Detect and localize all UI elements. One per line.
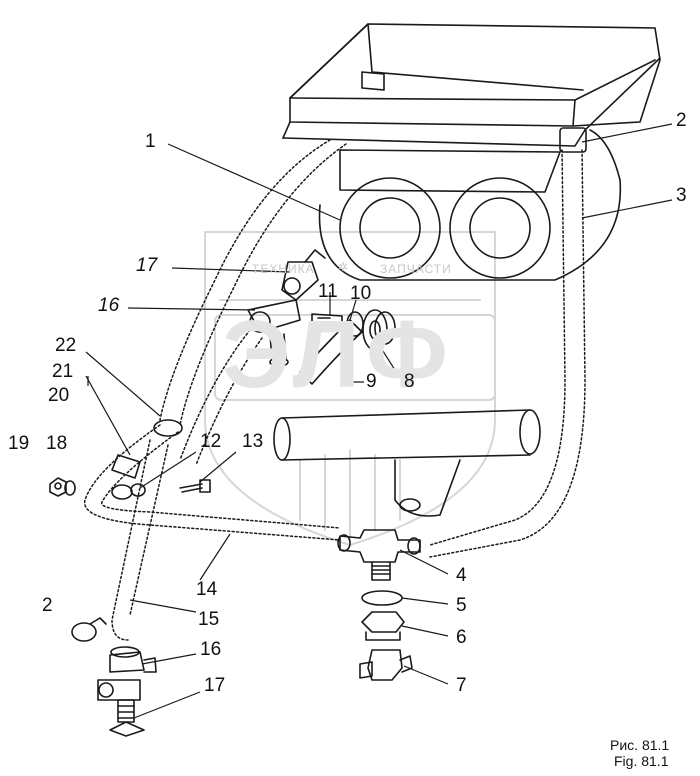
callout-18: 18: [46, 433, 68, 454]
callout-4: 4: [456, 565, 467, 586]
figure-caption-ru: Рис. 81.1: [610, 737, 670, 753]
washer-18: [64, 480, 76, 496]
callout-21: 21: [52, 361, 74, 382]
ring-5: [361, 590, 403, 606]
callout-16-top: 16: [98, 295, 120, 316]
callout-8: 8: [404, 371, 415, 392]
hose-3: [429, 149, 586, 558]
callout-9: 9: [366, 371, 377, 392]
callout-15: 15: [198, 609, 220, 630]
figure-caption-en: Fig. 81.1: [614, 753, 669, 769]
callout-11: 11: [318, 281, 338, 302]
callout-2-top: 2: [676, 110, 687, 131]
callout-22: 22: [55, 335, 77, 356]
nut-19: [49, 477, 67, 497]
watermark-text-left: ТЕХНИКА: [252, 262, 315, 276]
nut-6: [361, 611, 405, 641]
bolt-13: [179, 479, 211, 493]
callout-17-bottom: 17: [204, 675, 226, 696]
callout-3: 3: [676, 185, 687, 206]
clamp-2-screw: [89, 617, 107, 625]
tee-4: [337, 529, 421, 581]
callout-7: 7: [456, 675, 467, 696]
callout-17-top: 17: [136, 255, 158, 276]
tank-assembly: [282, 23, 661, 281]
flange-pipe: [299, 309, 396, 385]
hose-15: [111, 439, 169, 641]
callout-20: 20: [48, 385, 70, 406]
callout-13: 13: [242, 431, 264, 452]
leader-lines: [85, 123, 673, 719]
callout-1: 1: [145, 131, 156, 152]
watermark-text-right: ЗАПЧАСТИ: [380, 262, 452, 276]
callout-6: 6: [456, 627, 467, 648]
callout-16-bottom: 16: [200, 639, 222, 660]
hose-1: [159, 139, 347, 426]
callout-2-bottom: 2: [42, 595, 53, 616]
valve-17-top: [281, 249, 326, 301]
connector-22: [111, 419, 183, 479]
watermark-letters: ЭЛФ: [222, 301, 454, 408]
drain-cock-16: [97, 646, 157, 701]
drain-cock-7: [359, 649, 413, 681]
drain-cock-17: [109, 699, 145, 737]
tee-16-top: [247, 299, 301, 367]
branch-hose: [179, 329, 263, 466]
clamp-12: [111, 483, 146, 500]
clamp-2-top: [559, 127, 587, 153]
callout-5: 5: [456, 595, 467, 616]
watermark-gear-icon: ✲: [338, 260, 350, 274]
callout-10: 10: [350, 283, 372, 304]
callout-14: 14: [196, 579, 218, 600]
callout-19: 19: [8, 433, 30, 454]
heater-cylinder: [273, 409, 541, 517]
callout-12: 12: [200, 431, 222, 452]
clamp-2-bottom: [71, 622, 97, 642]
